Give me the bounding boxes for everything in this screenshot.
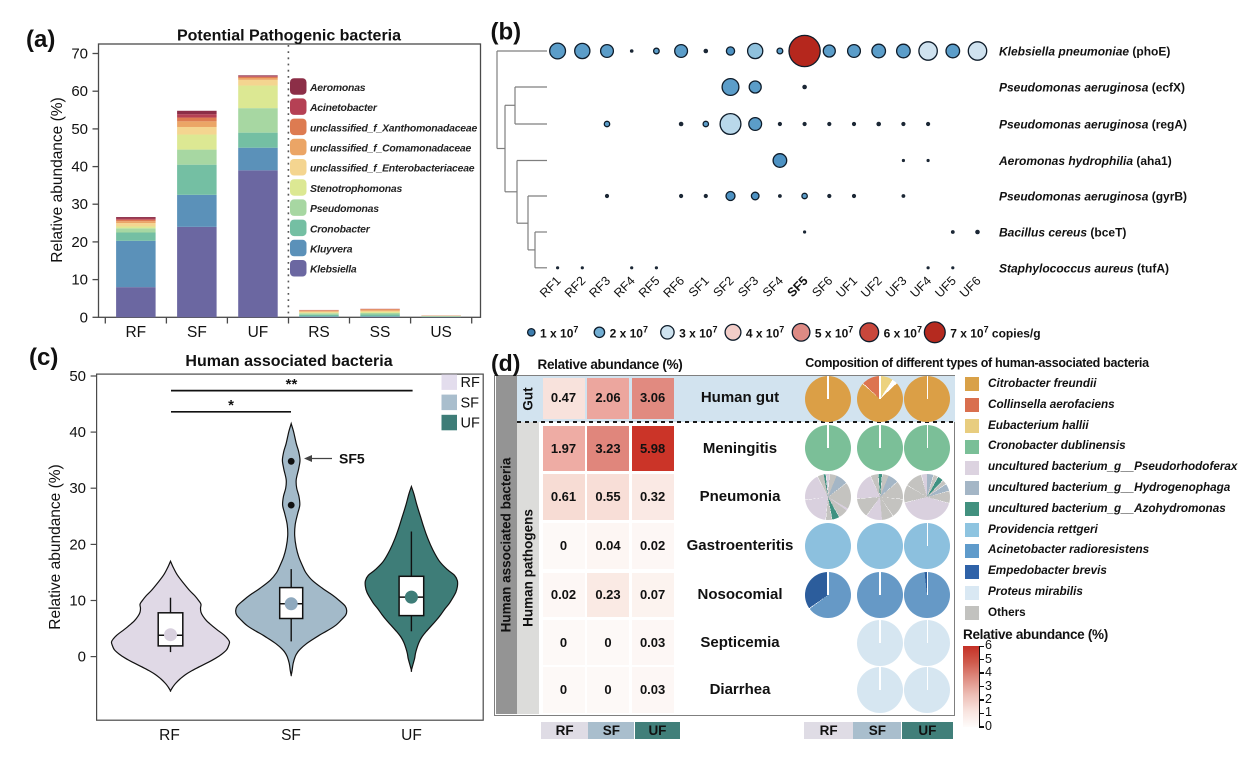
svg-text:20: 20 xyxy=(71,234,88,251)
svg-text:US: US xyxy=(430,324,452,341)
svg-text:7 x 107 copies/g: 7 x 107 copies/g xyxy=(950,324,1040,340)
svg-text:UF3: UF3 xyxy=(883,274,910,301)
svg-text:40: 40 xyxy=(69,424,86,441)
svg-text:RF2: RF2 xyxy=(562,274,589,301)
svg-text:30: 30 xyxy=(71,196,88,213)
svg-text:60: 60 xyxy=(71,83,88,100)
svg-text:Pseudomonas aeruginosa (regA): Pseudomonas aeruginosa (regA) xyxy=(999,118,1187,132)
svg-text:unclassified_f_Xanthomonadacea: unclassified_f_Xanthomonadaceae xyxy=(310,123,477,134)
svg-text:UF: UF xyxy=(401,727,422,744)
svg-text:(c): (c) xyxy=(29,345,58,371)
svg-text:Potential Pathogenic bacteria: Potential Pathogenic bacteria xyxy=(177,28,401,45)
svg-text:1 x 107: 1 x 107 xyxy=(540,324,578,340)
svg-text:6 x 107: 6 x 107 xyxy=(884,324,922,340)
svg-text:SF4: SF4 xyxy=(760,274,786,300)
svg-text:RF3: RF3 xyxy=(587,274,614,301)
svg-text:Human associated bacteria: Human associated bacteria xyxy=(185,353,392,370)
svg-text:SF5: SF5 xyxy=(339,451,365,467)
svg-text:UF4: UF4 xyxy=(908,274,935,301)
svg-text:20: 20 xyxy=(69,536,86,553)
svg-text:unclassified_f_Comamonadaceae: unclassified_f_Comamonadaceae xyxy=(310,144,472,155)
svg-text:50: 50 xyxy=(69,368,86,385)
svg-text:Acinetobacter: Acinetobacter xyxy=(309,103,378,114)
svg-text:RF: RF xyxy=(159,727,180,744)
svg-text:Stenotrophomonas: Stenotrophomonas xyxy=(310,184,402,195)
svg-text:unclassified_f_Enterobacteriac: unclassified_f_Enterobacteriaceae xyxy=(310,164,475,175)
svg-text:RF4: RF4 xyxy=(611,274,638,301)
svg-text:RF6: RF6 xyxy=(661,274,688,301)
svg-text:SF1: SF1 xyxy=(686,274,712,300)
svg-text:SF5: SF5 xyxy=(785,274,811,300)
svg-text:Aeromonas: Aeromonas xyxy=(309,83,366,94)
svg-text:UF2: UF2 xyxy=(858,274,885,301)
svg-text:Klebsiella pneumoniae (phoE): Klebsiella pneumoniae (phoE) xyxy=(999,45,1170,59)
svg-text:SF: SF xyxy=(187,324,207,341)
svg-text:0: 0 xyxy=(80,309,88,326)
svg-text:0: 0 xyxy=(78,649,86,666)
svg-text:Bacillus cereus (bceT): Bacillus cereus (bceT) xyxy=(999,226,1126,240)
svg-text:UF: UF xyxy=(248,324,269,341)
svg-text:2 x 107: 2 x 107 xyxy=(610,324,648,340)
svg-text:(b): (b) xyxy=(491,19,522,46)
svg-text:RF1: RF1 xyxy=(537,274,564,301)
svg-text:RF: RF xyxy=(461,375,480,391)
svg-text:4 x 107: 4 x 107 xyxy=(746,324,784,340)
svg-text:10: 10 xyxy=(69,593,86,610)
svg-text:SF3: SF3 xyxy=(735,274,761,300)
svg-text:UF5: UF5 xyxy=(932,274,959,301)
svg-text:Relative abundance (%): Relative abundance (%) xyxy=(47,464,64,629)
svg-text:UF: UF xyxy=(461,416,480,432)
svg-text:30: 30 xyxy=(69,480,86,497)
svg-text:Relative abundance (%): Relative abundance (%) xyxy=(49,97,66,262)
svg-text:UF1: UF1 xyxy=(834,274,861,301)
svg-text:10: 10 xyxy=(71,272,88,289)
svg-text:UF6: UF6 xyxy=(957,274,984,301)
svg-text:SF2: SF2 xyxy=(711,274,737,300)
svg-text:50: 50 xyxy=(71,121,88,138)
svg-text:Aeromonas hydrophilia (aha1): Aeromonas hydrophilia (aha1) xyxy=(998,154,1172,168)
svg-text:SF6: SF6 xyxy=(809,274,835,300)
svg-text:(a): (a) xyxy=(26,26,55,53)
svg-text:RF: RF xyxy=(125,324,146,341)
svg-text:40: 40 xyxy=(71,159,88,176)
svg-text:SF: SF xyxy=(461,395,480,411)
svg-text:Staphylococcus aureus (tufA): Staphylococcus aureus (tufA) xyxy=(999,261,1169,275)
svg-text:Pseudomonas aeruginosa (ecfX): Pseudomonas aeruginosa (ecfX) xyxy=(999,81,1185,95)
svg-text:Klebsiella: Klebsiella xyxy=(310,265,357,276)
svg-text:70: 70 xyxy=(71,46,88,63)
svg-text:RS: RS xyxy=(308,324,330,341)
svg-text:SS: SS xyxy=(370,324,391,341)
svg-text:Pseudomonas aeruginosa (gyrB): Pseudomonas aeruginosa (gyrB) xyxy=(999,190,1187,204)
svg-text:**: ** xyxy=(286,376,298,393)
svg-text:Pseudomonas: Pseudomonas xyxy=(310,204,379,215)
svg-text:*: * xyxy=(228,397,234,414)
svg-text:Cronobacter: Cronobacter xyxy=(310,224,371,235)
svg-text:RF5: RF5 xyxy=(636,274,663,301)
svg-text:SF: SF xyxy=(281,727,301,744)
svg-text:5 x 107: 5 x 107 xyxy=(815,324,853,340)
svg-text:3 x 107: 3 x 107 xyxy=(679,324,717,340)
svg-text:Kluyvera: Kluyvera xyxy=(310,245,353,256)
